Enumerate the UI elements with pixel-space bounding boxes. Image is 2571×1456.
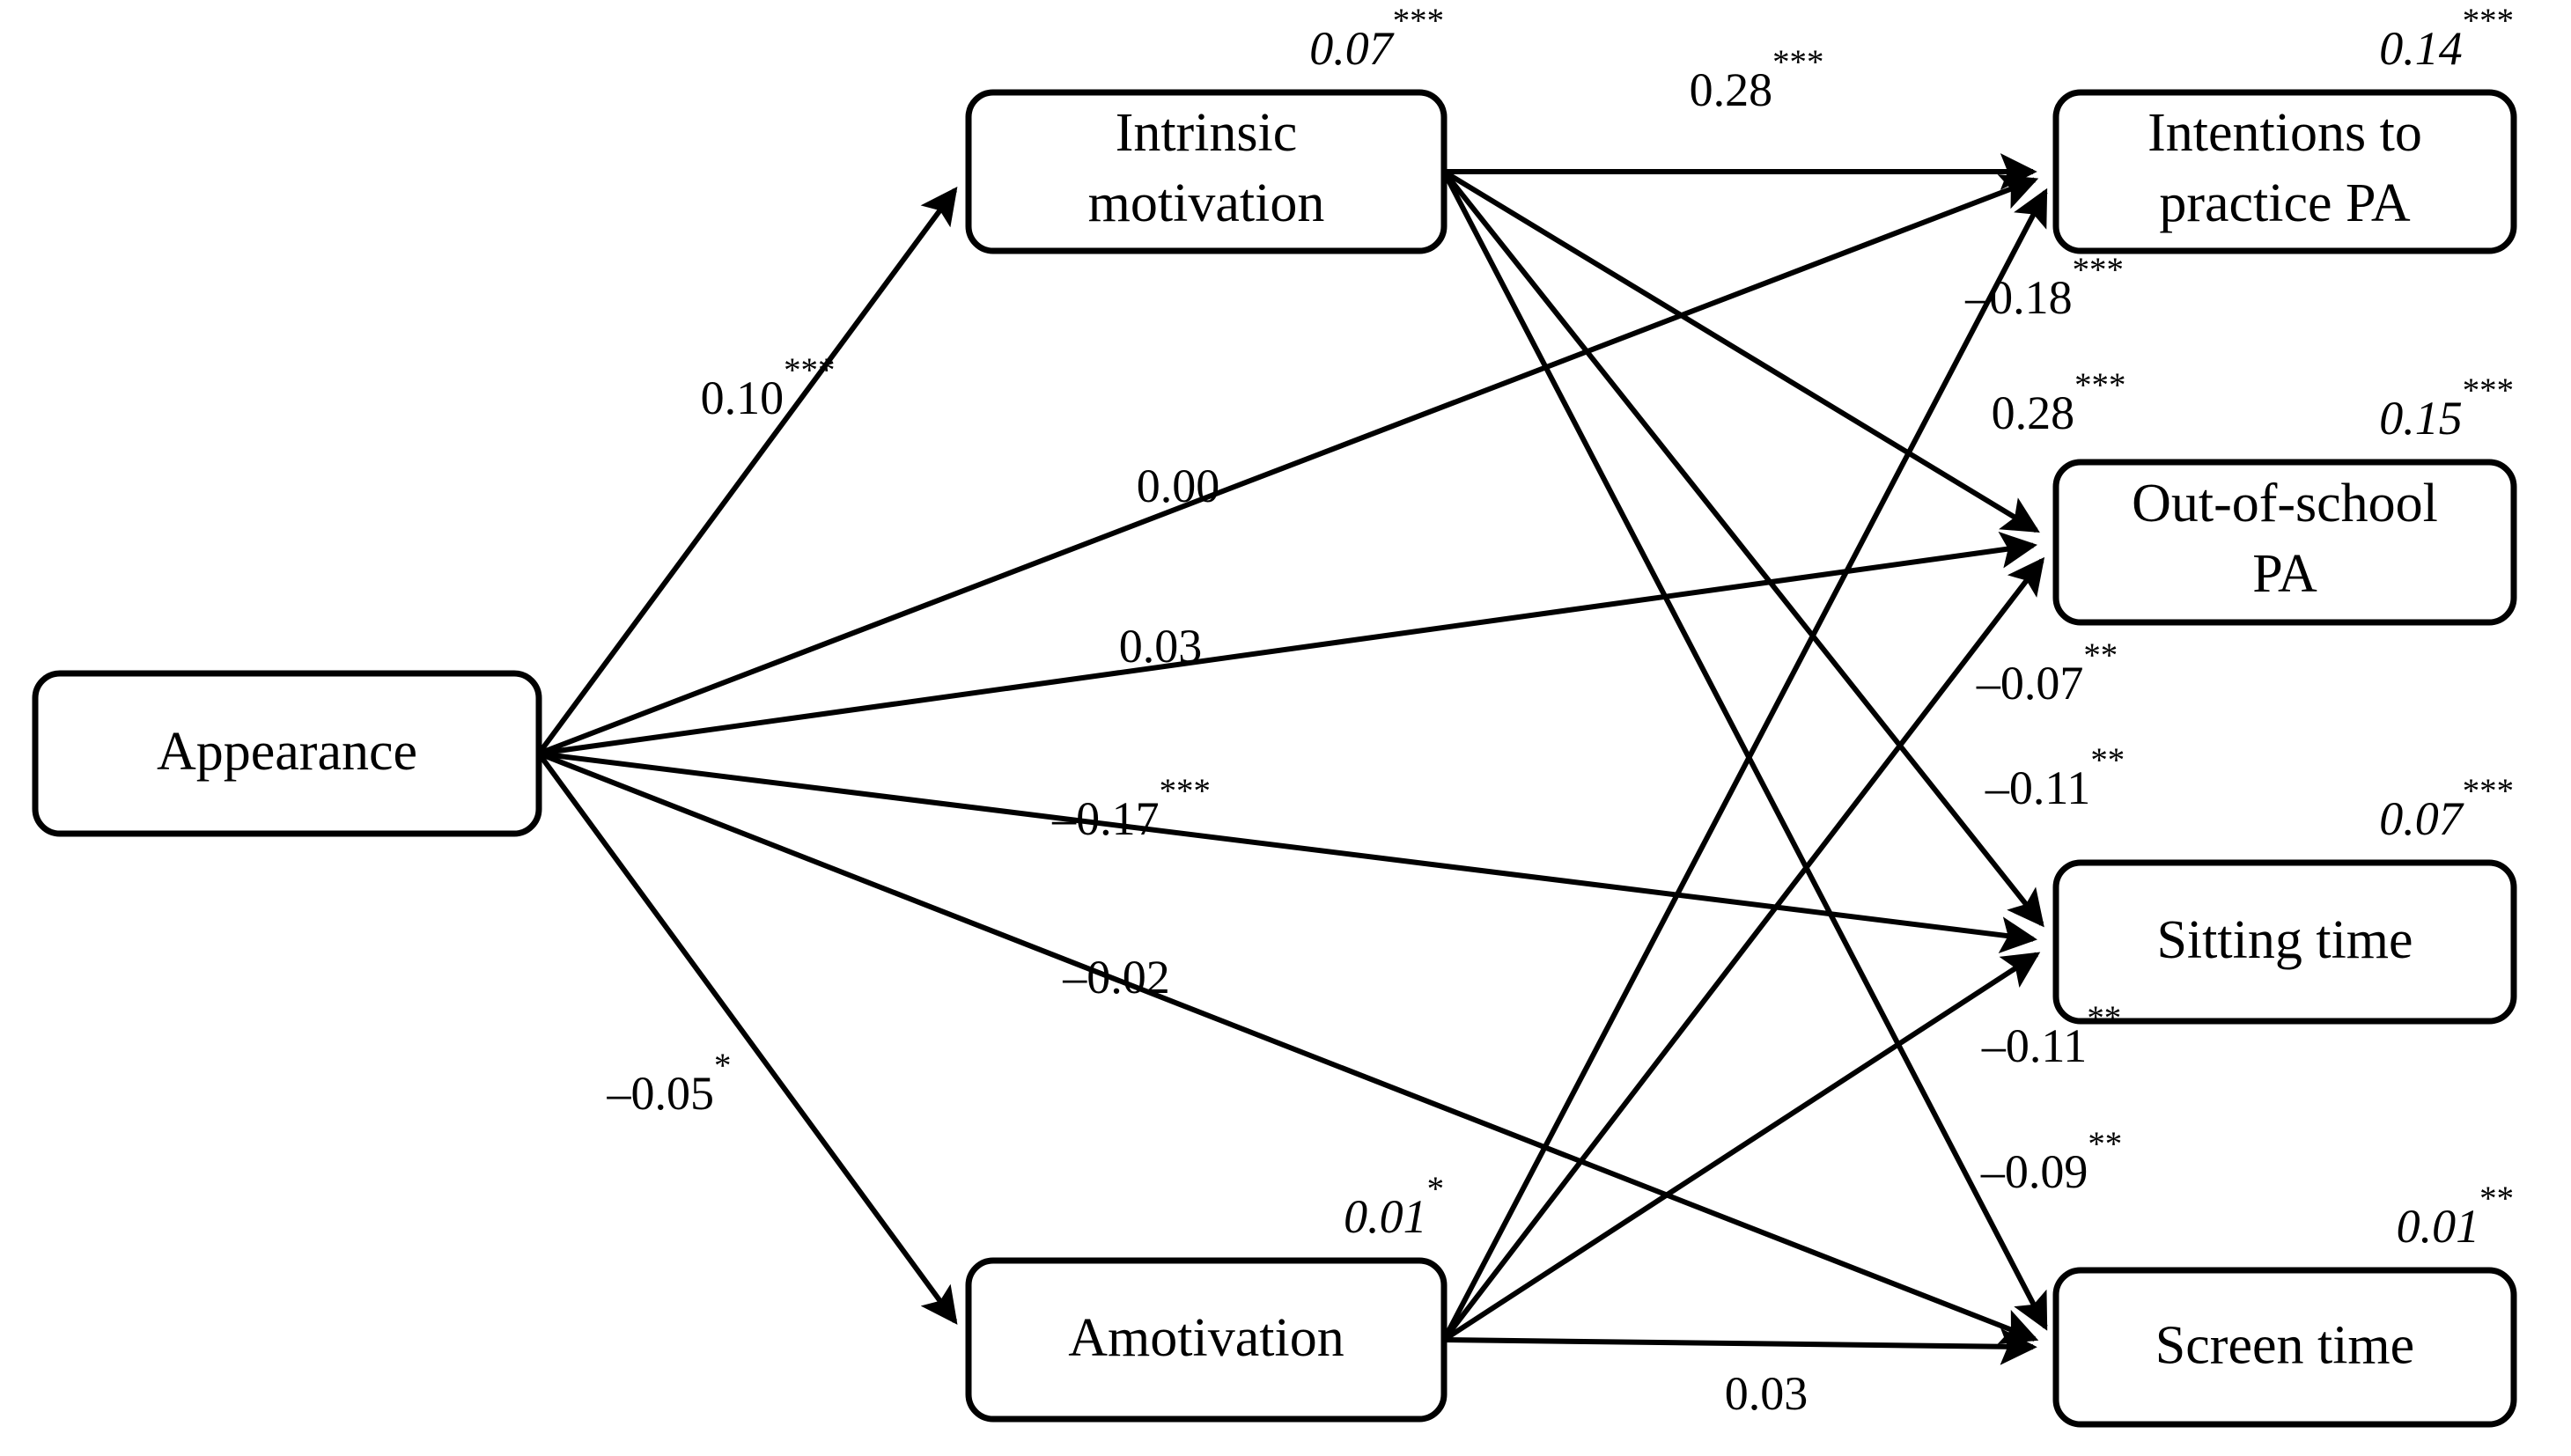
coef-label-app-amotivation: –0.05* — [607, 1047, 732, 1121]
edges-layer — [536, 153, 2048, 1365]
nodes-layer: Appearance Intrinsic motivationAmotivation… — [32, 89, 2517, 1428]
node-appearance[interactable]: Appearance — [32, 670, 542, 837]
coef-label-app-screen: –0.02 — [1062, 951, 1170, 1004]
node-sitting[interactable]: Sitting time — [2052, 859, 2517, 1025]
edge-intrinsic-screen — [1441, 170, 2048, 1331]
coef-label-app-intrinsic: 0.10*** — [701, 351, 836, 425]
r2-label-sitting: 0.07*** — [2379, 772, 2514, 846]
r2-label-intrinsic: 0.07*** — [1309, 2, 1444, 76]
coef-label-intrinsic-intentions: 0.28*** — [1690, 43, 1824, 117]
edge-app-intentions — [537, 174, 2039, 756]
node-intrinsic[interactable]: Intrinsic motivation — [965, 89, 1448, 254]
r2-label-outschool: 0.15*** — [2379, 371, 2514, 445]
node-box-amotivation[interactable] — [965, 1257, 1448, 1423]
edge-amotivation-sitting — [1442, 952, 2041, 1342]
node-box-intentions[interactable] — [2052, 89, 2517, 254]
node-box-intrinsic[interactable] — [965, 89, 1448, 254]
node-label-outschool-line2: PA — [2252, 544, 2317, 604]
labels-layer: 0.10*** 0.00 0.03 –0.17*** –0.02 –0.05* 0.28**… — [607, 2, 2514, 1421]
node-screen[interactable]: Screen time — [2052, 1267, 2517, 1428]
node-label-intrinsic-line1: Intrinsic — [1116, 103, 1298, 163]
edge-app-outschool — [538, 531, 2038, 756]
node-box-sitting[interactable] — [2052, 859, 2517, 1025]
node-label-sitting: Sitting time — [2156, 910, 2413, 970]
node-amotivation[interactable]: Amotivation — [965, 1257, 1448, 1423]
node-label-intrinsic-line2: motivation — [1088, 173, 1325, 233]
node-label-screen: Screen time — [2155, 1316, 2414, 1376]
r2-label-amotivation: 0.01* — [1344, 1170, 1444, 1244]
coef-label-app-sitting: –0.17*** — [1051, 772, 1211, 846]
node-label-intentions-line2: practice PA — [2159, 173, 2410, 233]
coef-label-amotivation-intentions: –0.18*** — [1964, 251, 2124, 325]
node-box-outschool[interactable] — [2052, 459, 2517, 626]
node-label-intentions-line1: Intentions to — [2147, 103, 2422, 163]
coef-label-intrinsic-sitting: –0.11** — [1985, 741, 2125, 815]
edge-intrinsic-outschool — [1442, 169, 2040, 533]
edge-intrinsic-sitting — [1441, 170, 2044, 928]
node-box-appearance[interactable] — [32, 670, 542, 837]
coef-label-intrinsic-outschool: 0.28*** — [1992, 366, 2126, 440]
r2-label-screen: 0.01** — [2397, 1180, 2514, 1254]
coef-label-intrinsic-screen: –0.09** — [1980, 1125, 2122, 1199]
node-label-amotivation: Amotivation — [1068, 1308, 1344, 1368]
coef-label-amotivation-outschool: –0.07** — [1976, 636, 2118, 710]
edge-amotivation-screen — [1443, 1327, 2037, 1365]
coef-label-app-outschool: 0.03 — [1119, 620, 1203, 673]
edge-app-amotivation — [536, 752, 958, 1325]
node-label-appearance: Appearance — [157, 722, 417, 782]
coef-label-amotivation-sitting: –0.11** — [1981, 999, 2121, 1073]
edge-amotivation-outschool — [1441, 556, 2045, 1342]
coef-label-amotivation-screen: 0.03 — [1725, 1367, 1809, 1420]
node-box-screen[interactable] — [2052, 1267, 2517, 1428]
edge-app-intrinsic — [536, 187, 958, 755]
edge-amotivation-intentions — [1441, 188, 2048, 1342]
edge-app-screen — [537, 751, 2039, 1345]
edge-app-sitting — [538, 751, 2037, 954]
r2-label-intentions: 0.14*** — [2379, 2, 2514, 76]
node-label-outschool-line1: Out-of-school — [2132, 474, 2438, 533]
coef-label-app-intentions: 0.00 — [1137, 460, 1220, 512]
node-intentions[interactable]: Intentions to practice PA — [2052, 89, 2517, 254]
